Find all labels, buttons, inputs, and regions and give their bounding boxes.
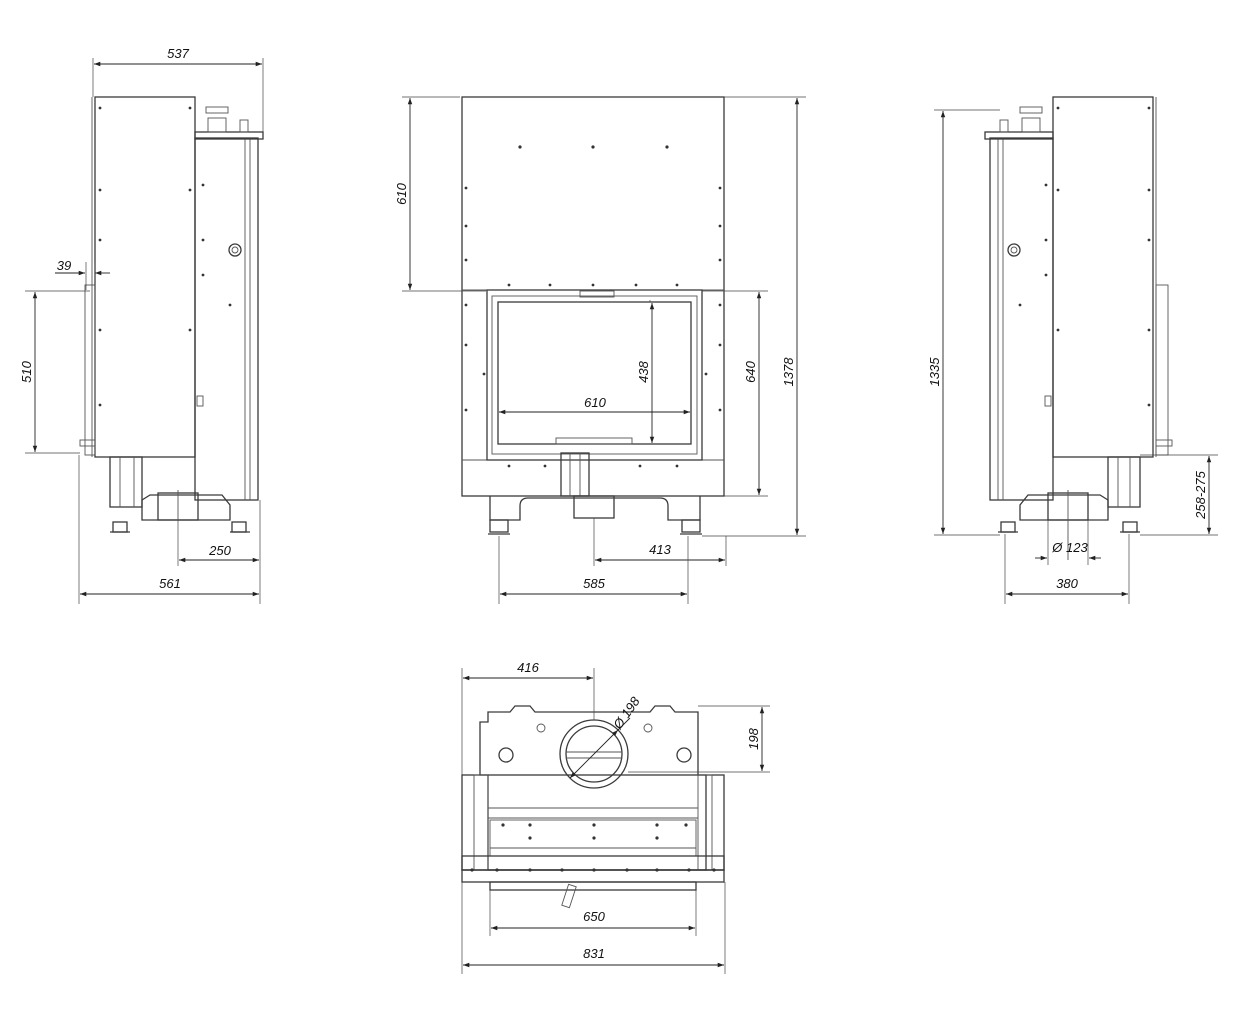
front-glass bbox=[497, 301, 692, 445]
dim-label-d198: Ø 198 bbox=[610, 693, 644, 732]
top-hole-right bbox=[676, 747, 692, 763]
dim-label-380: 380 bbox=[1056, 576, 1078, 591]
right-duct-spigot bbox=[1107, 456, 1141, 508]
dim-label-1335: 1335 bbox=[927, 357, 942, 387]
left-side-view: 537 39 510 250 561 bbox=[19, 46, 264, 604]
dim-label-258-275: 258-275 bbox=[1193, 470, 1208, 519]
dim-label-640: 640 bbox=[743, 360, 758, 382]
left-duct-spigot bbox=[109, 456, 143, 508]
front-housing bbox=[461, 96, 725, 497]
front-door-frame bbox=[486, 289, 703, 461]
right-body bbox=[1052, 96, 1154, 458]
dim-label-250: 250 bbox=[208, 543, 231, 558]
dim-label-d123: Ø 123 bbox=[1051, 540, 1088, 555]
dim-label-831: 831 bbox=[583, 946, 605, 961]
right-air-knob bbox=[1007, 243, 1021, 257]
dim-label-413: 413 bbox=[649, 542, 671, 557]
dim-label-510: 510 bbox=[19, 360, 34, 382]
dim-label-39: 39 bbox=[57, 258, 71, 273]
left-body bbox=[94, 96, 196, 458]
top-hole-left bbox=[498, 747, 514, 763]
dim-label-1378: 1378 bbox=[781, 357, 796, 387]
dim-label-585: 585 bbox=[583, 576, 605, 591]
left-rear-panel bbox=[194, 137, 259, 501]
dim-label-610-top: 610 bbox=[394, 182, 409, 204]
top-view: 416 Ø 198 198 650 831 bbox=[461, 660, 770, 974]
front-view: 610 438 610 640 1378 413 585 bbox=[394, 96, 806, 604]
dim-label-561: 561 bbox=[159, 576, 181, 591]
dim-label-610-glass: 610 bbox=[584, 395, 606, 410]
dim-label-537: 537 bbox=[167, 46, 189, 61]
left-air-knob bbox=[228, 243, 242, 257]
top-flue-inner bbox=[565, 725, 623, 783]
right-rear-panel bbox=[989, 137, 1054, 501]
dim-label-198: 198 bbox=[746, 727, 761, 749]
dim-label-416: 416 bbox=[517, 660, 539, 675]
dim-label-438: 438 bbox=[636, 360, 651, 382]
dim-label-650: 650 bbox=[583, 909, 605, 924]
right-side-view: 1335 Ø 123 380 258-275 bbox=[927, 96, 1218, 604]
